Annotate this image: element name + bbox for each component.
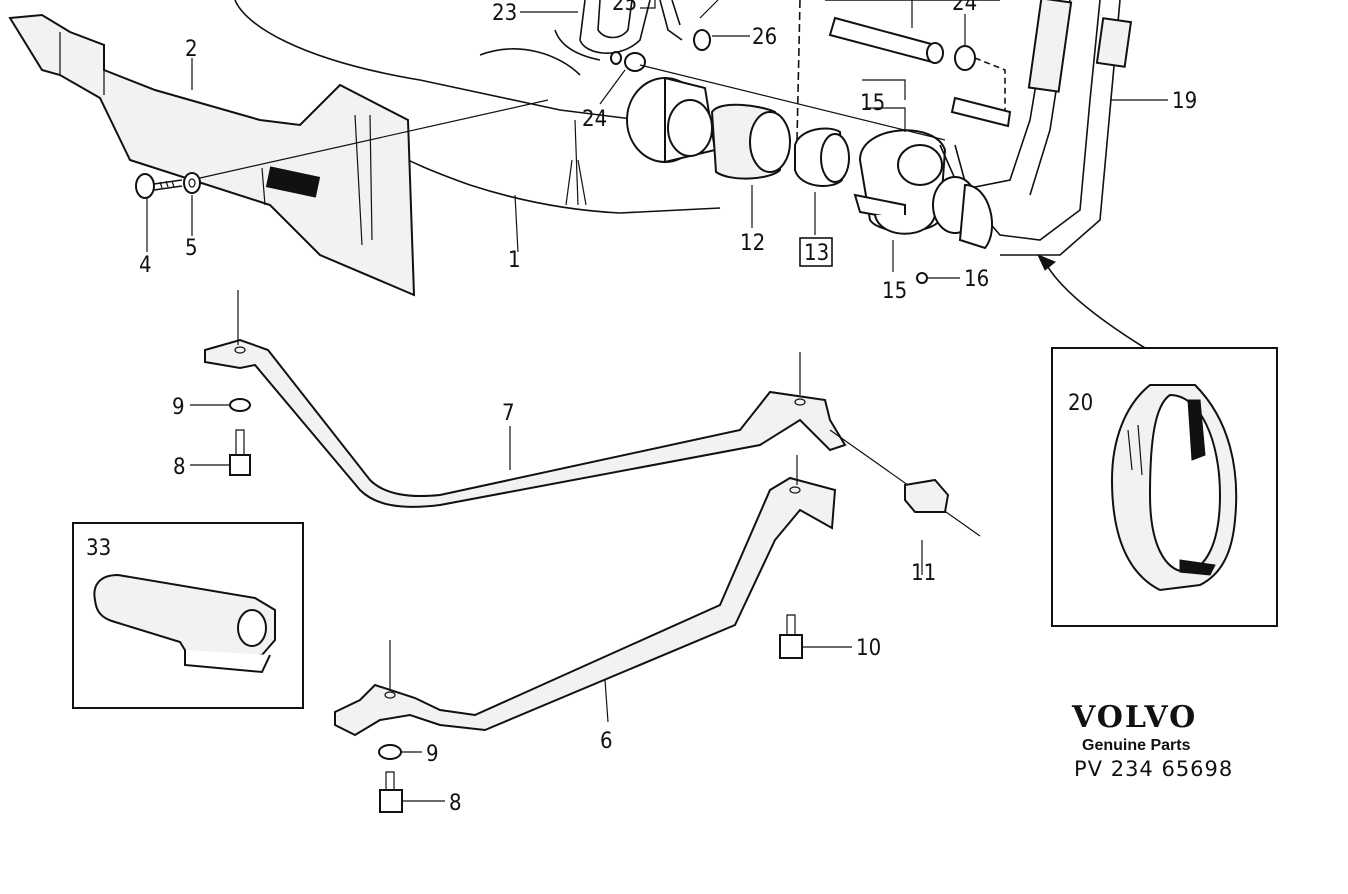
hose-12 (710, 103, 791, 228)
washer-5 (183, 99, 549, 236)
callout-13: 13 (804, 241, 829, 266)
short-hose (796, 0, 1012, 141)
callout-1: 1 (508, 248, 521, 273)
bolt-8b (379, 771, 445, 813)
callout-8a: 8 (173, 455, 186, 480)
callout-16: 16 (964, 267, 989, 292)
callout-33: 33 (86, 536, 111, 561)
callout-23: 23 (492, 1, 517, 26)
callout-9a: 9 (172, 395, 185, 420)
inset-20-arrow-line (1044, 261, 1146, 349)
callout-26: 26 (752, 25, 777, 50)
callout-9b: 9 (426, 742, 439, 767)
callout-12: 12 (740, 231, 765, 256)
vent-hose (520, 0, 946, 141)
callout-19: 19 (1172, 89, 1197, 114)
callout-20: 20 (1068, 391, 1093, 416)
callout-11: 11 (911, 561, 936, 586)
brand-block: VOLVO Genuine Parts PV 234 65698 (1062, 700, 1262, 781)
bolt-10 (779, 614, 852, 659)
screw-4 (135, 173, 183, 252)
volvo-logo: VOLVO (1072, 700, 1198, 735)
fuel-pipes-19 (932, 0, 1168, 256)
strap-7 (204, 290, 981, 537)
diagram-code: PV 234 65698 (1074, 757, 1234, 781)
callout-24a: 24 (582, 107, 607, 132)
callout-24b: 24 (952, 0, 977, 16)
clip-11 (904, 478, 950, 575)
washer-9a (190, 398, 251, 412)
brand-subtitle: Genuine Parts (1082, 737, 1191, 754)
callout-8b: 8 (449, 791, 462, 816)
hose-13 (794, 127, 850, 267)
heat-shield (8, 13, 416, 297)
screw-16 (916, 272, 960, 284)
boxed-callout-13-frame (799, 237, 833, 267)
callout-25: 25 (612, 0, 637, 16)
strap-6 (334, 455, 837, 737)
callout-6: 6 (600, 729, 613, 754)
washer-9b (378, 744, 422, 760)
inset-20-arrow-head (1037, 254, 1056, 271)
filler-neck (626, 76, 717, 164)
bolt-8a (190, 429, 251, 476)
clamp-15 (853, 107, 947, 272)
callout-10: 10 (856, 636, 881, 661)
callout-4: 4 (139, 253, 152, 278)
callout-5: 5 (185, 236, 198, 261)
callout-7: 7 (502, 401, 515, 426)
inset-33 (72, 522, 304, 709)
callout-15b: 15 (882, 279, 907, 304)
callout-2: 2 (185, 37, 198, 62)
inset-20 (1051, 347, 1278, 627)
callout-15a: 15 (860, 91, 885, 116)
